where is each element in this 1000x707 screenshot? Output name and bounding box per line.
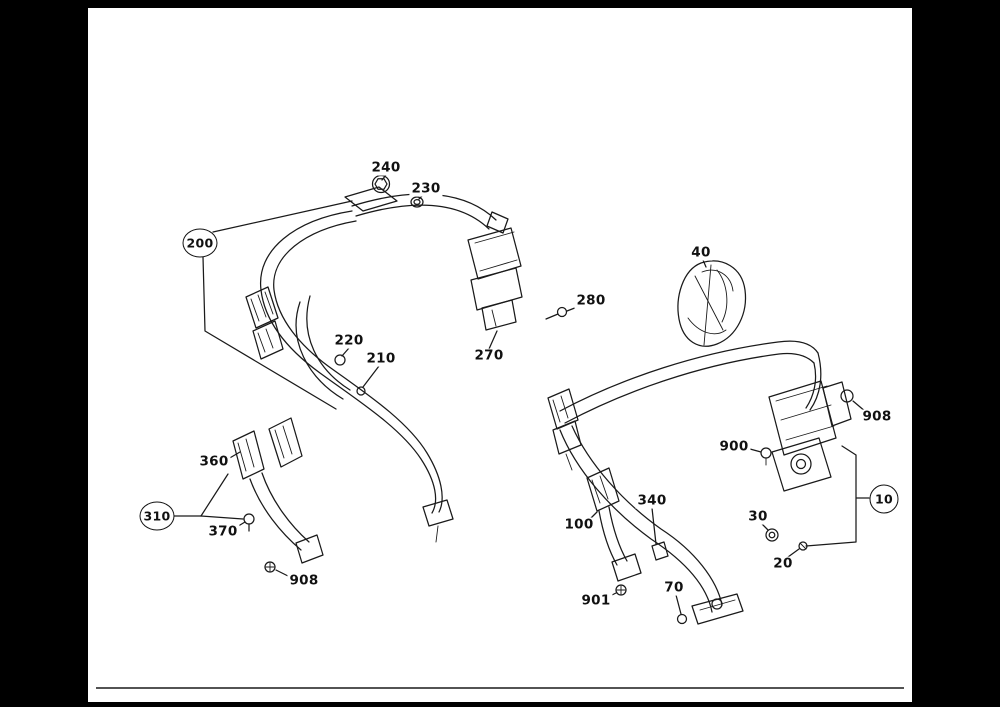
part-callout-901-19[interactable]: 901 [579,592,613,609]
part-callout-908-16[interactable]: 908 [287,572,321,589]
part-callout-900-8[interactable]: 900 [717,438,751,455]
part-callout-200-2[interactable]: 200 [182,228,218,258]
part-callout-310-14[interactable]: 310 [139,501,175,531]
part-callout-210-6[interactable]: 210 [364,350,398,367]
part-callout-370-15[interactable]: 370 [206,523,240,540]
part-callout-360-13[interactable]: 360 [197,453,231,470]
part-callout-10-10[interactable]: 10 [869,484,899,514]
part-callout-340-18[interactable]: 340 [635,492,669,509]
part-callout-230-1[interactable]: 230 [409,180,443,197]
part-callout-100-17[interactable]: 100 [562,516,596,533]
part-callout-240-0[interactable]: 240 [369,159,403,176]
left-belt-assembly [170,174,586,579]
part-callout-908-9[interactable]: 908 [860,408,894,425]
part-callout-220-5[interactable]: 220 [332,332,366,349]
part-callout-40-7[interactable]: 40 [689,244,713,261]
part-callout-280-3[interactable]: 280 [574,292,608,309]
part-callout-70-20[interactable]: 70 [662,579,686,596]
part-callout-270-4[interactable]: 270 [472,347,506,364]
part-callout-30-11[interactable]: 30 [746,508,770,525]
part-callout-20-12[interactable]: 20 [771,555,795,572]
